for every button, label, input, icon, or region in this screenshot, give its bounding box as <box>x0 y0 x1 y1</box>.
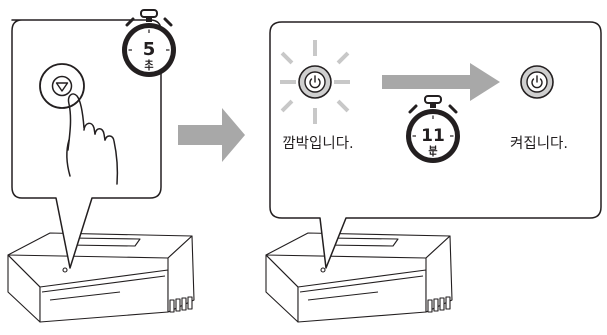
timer-unit-seconds: 초 <box>144 58 153 71</box>
power-icon <box>531 75 543 89</box>
printer-left <box>7 232 195 323</box>
blinking-label: 깜박입니다. <box>282 135 353 152</box>
timer-value-11: 11 <box>421 126 445 146</box>
timer-unit-minutes: 분 <box>428 145 437 157</box>
stop-triangle-icon <box>55 82 69 92</box>
turns-on-label: 켜집니다. <box>510 135 568 152</box>
stopwatch-icon-5-seconds: 5 초 <box>122 9 176 77</box>
power-button-blinking <box>298 65 332 99</box>
timer-value-5: 5 <box>143 39 156 60</box>
blinking-rays <box>280 40 350 124</box>
stopwatch-icon-11-minutes: 11 분 <box>406 95 460 163</box>
power-button-on <box>520 65 554 99</box>
arrow-right-icon <box>178 108 245 162</box>
stop-button <box>39 63 85 109</box>
power-icon <box>309 75 321 89</box>
hand-pointer-icon <box>66 93 119 185</box>
printer-right <box>265 232 453 323</box>
arrow-right-icon-long <box>382 63 500 101</box>
